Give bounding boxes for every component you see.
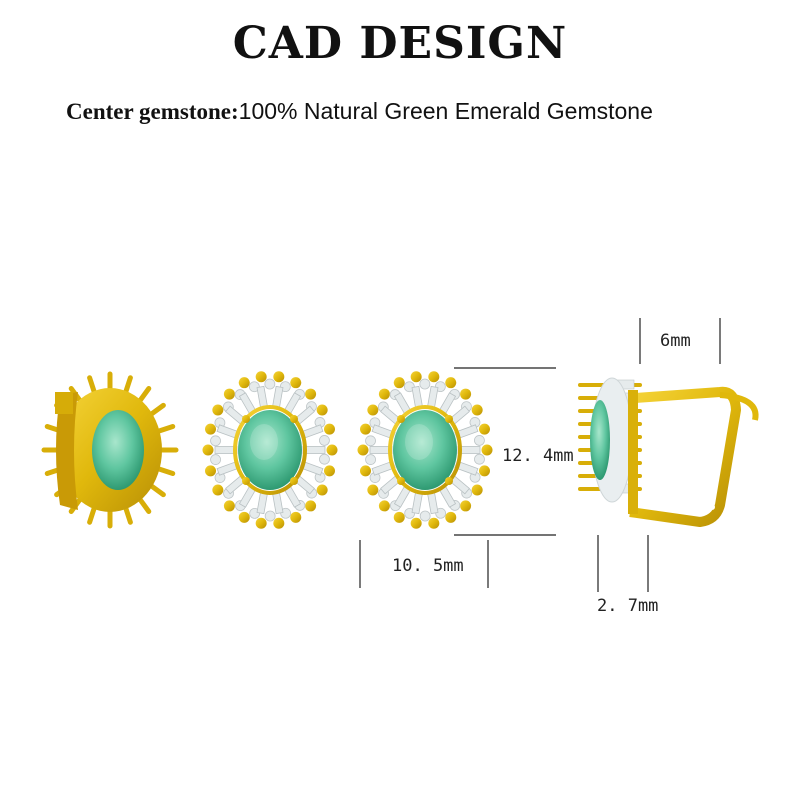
gemstone-caption-value: 100% Natural Green Emerald Gemstone	[238, 98, 653, 124]
earring-front-view-dimensioned	[357, 371, 493, 529]
page-title: CAD DESIGN	[232, 18, 568, 69]
earring-profile-view	[578, 377, 759, 527]
depth-dimension-label: 2. 7mm	[597, 596, 659, 616]
earring-back-view	[41, 371, 179, 529]
width-dimension-label: 10. 5mm	[392, 556, 464, 576]
gemstone-caption: Center gemstone:100% Natural Green Emera…	[66, 98, 653, 125]
dimension-lines	[359, 318, 721, 592]
top-dimension-label: 6mm	[660, 331, 691, 351]
earring-front-view	[202, 371, 338, 529]
height-dimension-label: 12. 4mm	[502, 446, 574, 466]
gemstone-caption-label: Center gemstone:	[66, 99, 239, 124]
